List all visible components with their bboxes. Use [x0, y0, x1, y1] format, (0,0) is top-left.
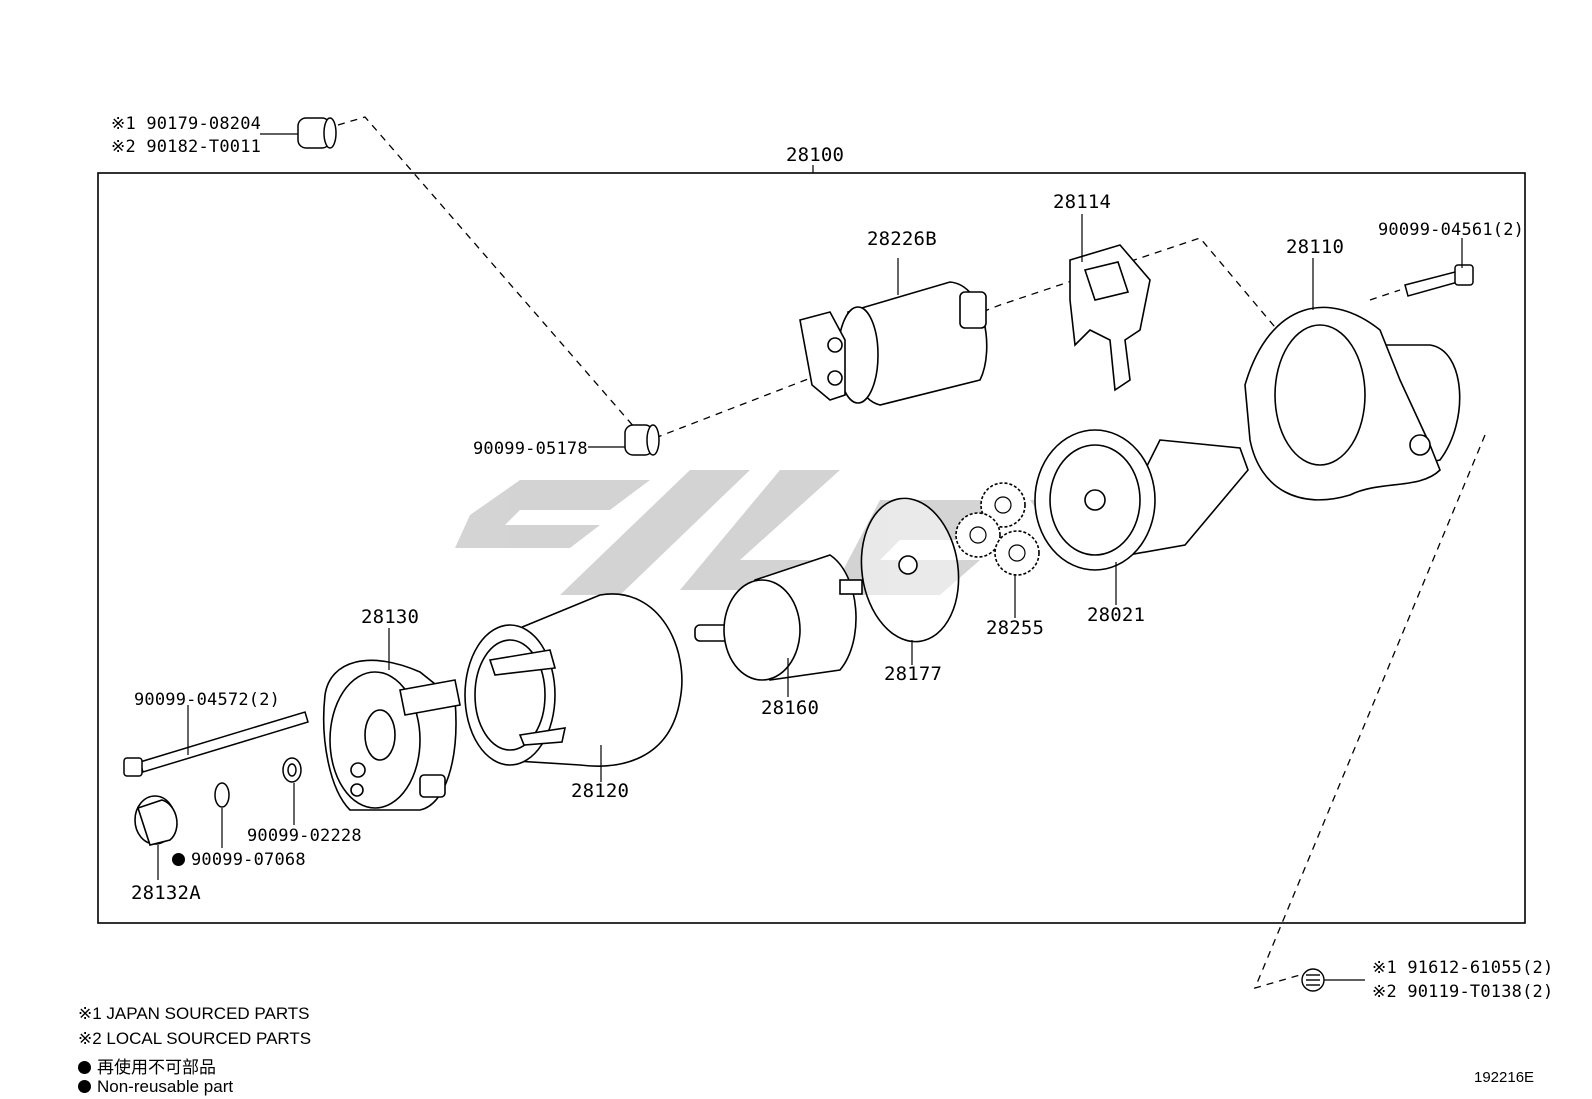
part-07068-label[interactable]: 90099-07068 — [172, 850, 306, 870]
armature-28160-icon — [694, 554, 863, 681]
part-28110-label[interactable]: 28110 — [1286, 236, 1345, 258]
clutch-28021-icon — [1034, 429, 1249, 571]
legend-non-reusable-en: Non-reusable part — [78, 1077, 233, 1097]
drive-housing-28110-icon — [1244, 306, 1461, 501]
part-28130-label[interactable]: 28130 — [361, 606, 420, 628]
drive-lever-28114-icon — [1069, 244, 1151, 392]
legend-japan: ※1 JAPAN SOURCED PARTS — [78, 1004, 310, 1023]
part-02228-label[interactable]: 90099-02228 — [247, 826, 362, 846]
solenoid-28226b-icon — [799, 281, 988, 406]
part-28160-label[interactable]: 28160 — [761, 697, 820, 719]
part-04561-label[interactable]: 90099-04561(2) — [1378, 220, 1525, 240]
washer-icon — [282, 757, 302, 783]
planetary-gears-28255-icon — [955, 482, 1040, 576]
part-05178-label[interactable]: 90099-05178 — [473, 439, 588, 459]
top-nut-icon — [297, 117, 337, 149]
part-04572-label[interactable]: 90099-04572(2) — [134, 690, 281, 710]
part-28021-label[interactable]: 28021 — [1087, 604, 1146, 626]
part-28100-label[interactable]: 28100 — [786, 144, 845, 166]
part-28255-label[interactable]: 28255 — [986, 617, 1045, 639]
top-nut-label-2: ※2 90182-T0011 — [111, 137, 262, 157]
non-reusable-dot-icon — [172, 853, 185, 866]
legend-non-reusable-jp: 再使用不可部品 — [78, 1053, 216, 1078]
legend-local: ※2 LOCAL SOURCED PARTS — [78, 1029, 312, 1048]
plate-28177-icon — [860, 497, 960, 643]
assembly-frame — [97, 172, 1526, 924]
part-28226b-label[interactable]: 28226B — [867, 228, 937, 250]
bullet-icon — [78, 1080, 91, 1093]
through-bolt-icon — [123, 711, 309, 777]
screw-icon — [1301, 968, 1325, 992]
part-28120-label[interactable]: 28120 — [571, 780, 630, 802]
o-ring-icon — [214, 782, 230, 808]
housing-bolt-icon — [1404, 264, 1474, 297]
end-frame-28130-icon — [322, 659, 461, 811]
nut-05178-icon — [624, 424, 660, 456]
bullet-icon — [78, 1061, 91, 1074]
part-28132a-label[interactable]: 28132A — [131, 882, 201, 904]
cap-28132a-icon — [134, 795, 178, 846]
figure-reference: 192216E — [1474, 1069, 1535, 1086]
screw-label-1[interactable]: ※1 91612-61055(2) — [1372, 958, 1554, 978]
yoke-28120-icon — [464, 593, 683, 767]
part-28177-label[interactable]: 28177 — [884, 663, 943, 685]
screw-label-2[interactable]: ※2 90119-T0138(2) — [1372, 982, 1554, 1002]
part-28114-label[interactable]: 28114 — [1053, 191, 1112, 213]
top-nut-label-1: ※1 90179-08204 — [111, 114, 262, 134]
